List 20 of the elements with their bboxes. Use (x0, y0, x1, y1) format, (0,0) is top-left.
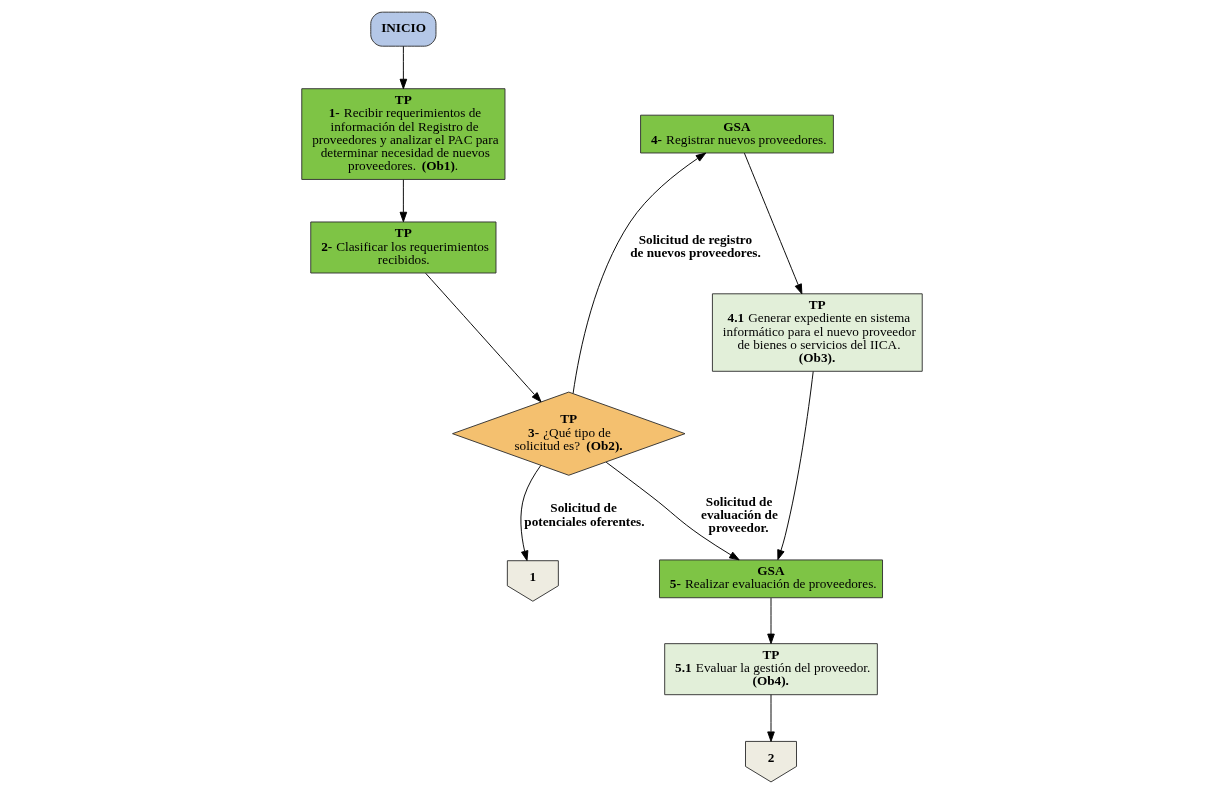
edge-label: Solicitud de evaluación de proveedor. (700, 493, 778, 536)
arrow (519, 464, 541, 561)
arrow (399, 179, 407, 223)
node-box: GSA 5- Realizar evaluación de proveedores. (658, 559, 883, 599)
arrow (766, 597, 775, 645)
node-box: GSA 4- Registrar nuevos proveedores. (639, 114, 834, 154)
arrow (399, 45, 407, 90)
node-box: TP 2- Clasificar los requerimientos recibidos. (309, 221, 496, 274)
edge-label: Solicitud de potenciales oferentes. (523, 500, 645, 529)
edge-label: Solicitud de registro de nuevos proveedores. (629, 231, 761, 261)
node-box: TP 4.1 Generar expediente en sistema informático para el nuevo proveedor de bienes o servicios del IICA. (Ob3). (711, 293, 923, 372)
arrow (776, 371, 814, 561)
arrow (424, 272, 541, 403)
arrow (743, 152, 802, 295)
node-box: INICIO (369, 11, 436, 47)
node-box: TP 1- Recibir requerimientos de información del Registro de proveedores y analizar el PAC para determinar necesidad de nuevos proveedores. (Ob1). (300, 88, 505, 180)
arrow (572, 152, 706, 394)
node-box: TP 5.1 Evaluar la gestión del proveedor. (Ob4). (663, 643, 878, 696)
arrow (766, 694, 775, 742)
arrow (605, 461, 740, 561)
